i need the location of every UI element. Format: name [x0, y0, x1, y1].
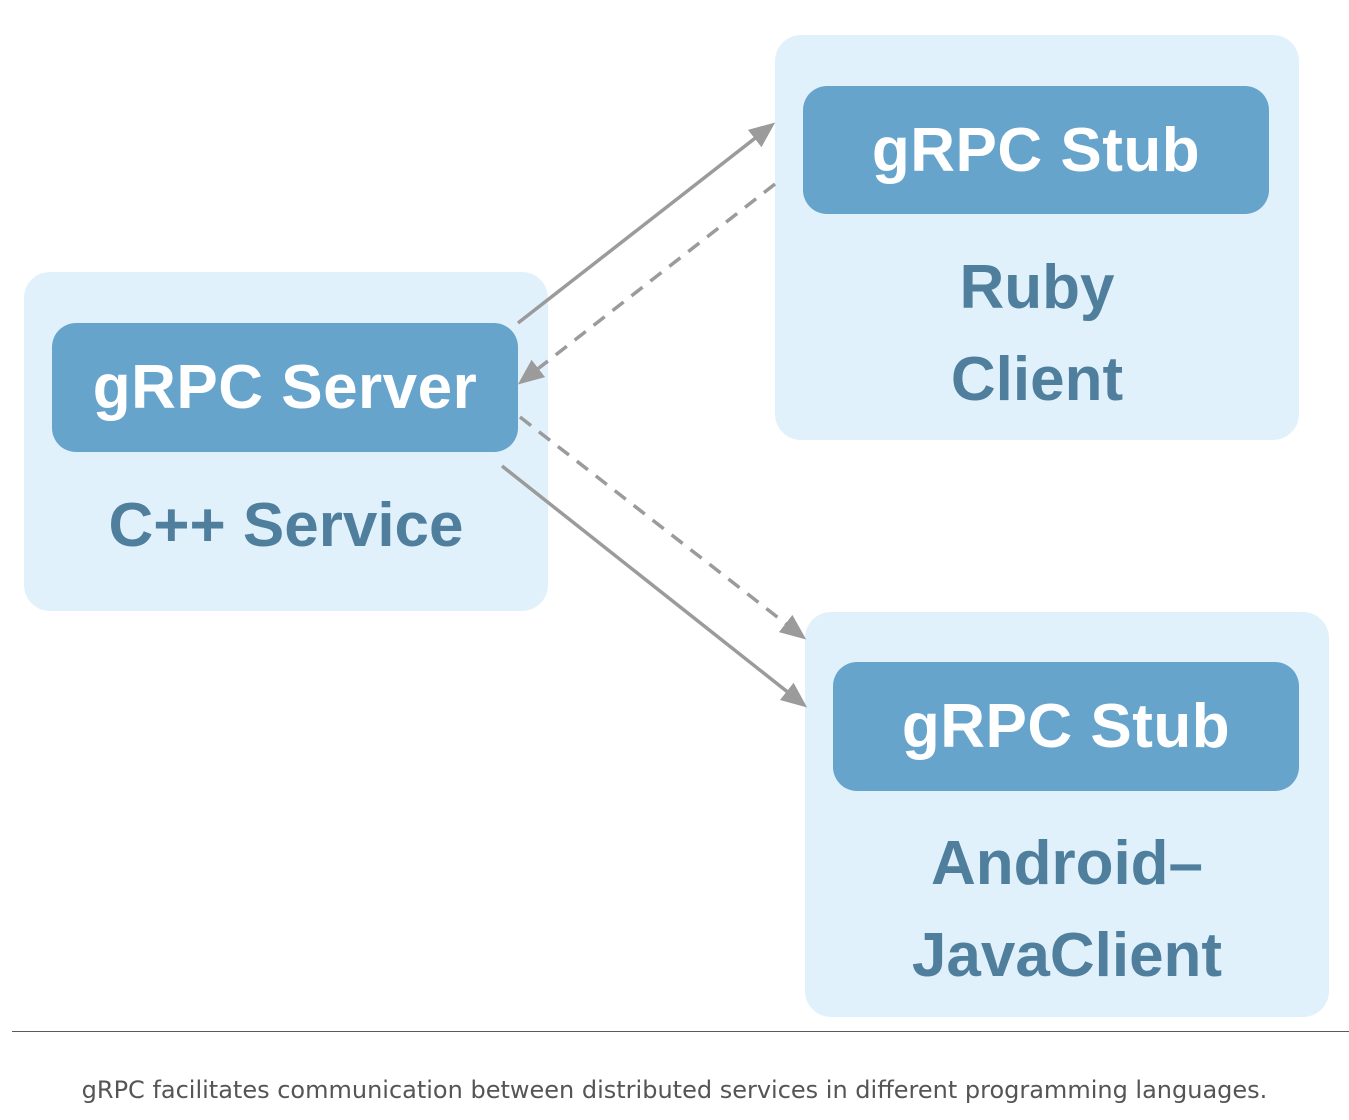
- request-arrow-to-ruby: [516, 122, 776, 325]
- android-java-client-label-line-2: JavaClient: [911, 921, 1223, 990]
- cpp-service-label-line-1: C++ Service: [108, 491, 464, 560]
- ruby-client-label: Ruby Client: [775, 242, 1299, 426]
- android-grpc-stub-box: gRPC Stub: [833, 662, 1299, 791]
- cpp-service-label: C++ Service: [24, 480, 548, 572]
- response-arrow-to-android: [518, 415, 807, 640]
- android-java-client-label: Android– JavaClient: [805, 818, 1329, 1002]
- ruby-client-label-line-1: Ruby: [959, 253, 1115, 322]
- ruby-client-label-line-2: Client: [950, 345, 1124, 414]
- caption-divider: [12, 1031, 1349, 1032]
- response-arrow-from-ruby: [517, 182, 777, 385]
- figure-caption: gRPC facilitates communication between d…: [81, 1076, 1268, 1104]
- ruby-grpc-stub-box: gRPC Stub: [803, 86, 1269, 214]
- request-arrow-to-android: [500, 464, 808, 708]
- android-java-client-label-line-1: Android–: [930, 829, 1204, 898]
- connection-arrows: [500, 122, 808, 708]
- grpc-server-box: gRPC Server: [52, 323, 518, 452]
